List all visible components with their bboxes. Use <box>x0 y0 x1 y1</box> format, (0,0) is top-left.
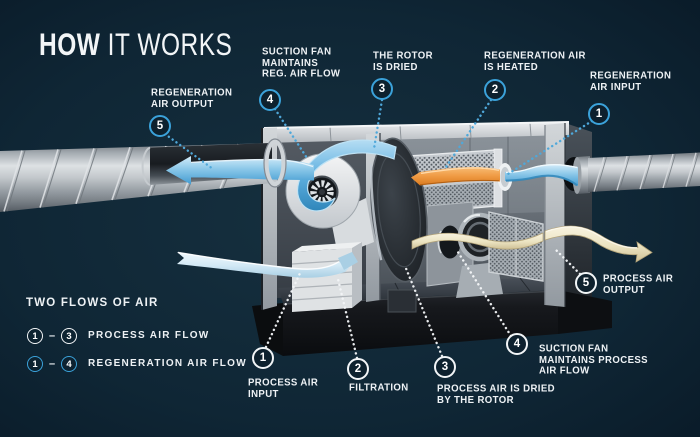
callout-process-4: 4 <box>506 333 528 355</box>
callout-number: 4 <box>513 338 521 350</box>
label-line: AIR OUTPUT <box>151 98 214 110</box>
callout-regen-4: 4 <box>259 89 281 111</box>
callout-number: 5 <box>582 277 590 289</box>
callout-number: 2 <box>491 84 499 96</box>
label-regen-5: REGENERATION AIR OUTPUT <box>151 86 233 110</box>
dried-air-ribbon-inside <box>411 232 544 250</box>
left-spiral-duct <box>0 138 314 212</box>
regen-air-swoosh <box>297 139 397 212</box>
label-line: PROCESS AIR <box>248 376 319 389</box>
callout-number: 4 <box>266 94 274 106</box>
page-title: HOW IT WORKS <box>39 28 232 64</box>
callout-regen-3: 3 <box>371 78 393 100</box>
callout-number: 3 <box>378 83 386 95</box>
label-line: REGENERATION <box>151 86 233 99</box>
title-light: IT WORKS <box>100 28 233 63</box>
leader-lines-process <box>264 247 582 360</box>
label-line: AIR FLOW <box>539 365 590 377</box>
label-line: BY THE ROTOR <box>437 394 514 406</box>
label-regen-2: REGENERATION AIR IS HEATED <box>484 49 586 73</box>
process-air-input-arrow <box>177 251 358 278</box>
legend-heading: TWO FLOWS OF AIR <box>26 297 159 309</box>
legend-label-process: PROCESS AIR FLOW <box>88 330 210 341</box>
label-process-1: PROCESS AIR INPUT <box>248 376 319 400</box>
label-line: REGENERATION <box>590 69 672 82</box>
regen-air-output-arrow <box>166 156 314 185</box>
label-line: PROCESS AIR <box>603 272 674 285</box>
callout-process-1: 1 <box>252 347 274 369</box>
label-line: FILTRATION <box>349 381 409 394</box>
label-process-2: FILTRATION <box>349 381 409 394</box>
legend-circle-regen-from: 1 <box>27 356 43 372</box>
label-line: INPUT <box>248 388 279 400</box>
label-line: REG. AIR FLOW <box>262 68 341 80</box>
cabinet-top <box>263 121 570 143</box>
heated-air-arrow <box>411 167 500 186</box>
callout-process-5: 5 <box>575 272 597 294</box>
process-air-output-arrow <box>544 225 653 263</box>
callout-regen-2: 2 <box>484 79 506 101</box>
rotor-motor <box>387 289 417 313</box>
label-line: REGENERATION AIR <box>484 49 586 62</box>
cabinet-right-cut-frame <box>544 123 566 307</box>
callout-process-2: 2 <box>347 358 369 380</box>
label-line: MAINTAINS PROCESS <box>539 354 648 366</box>
label-line: MAINTAINS <box>262 57 319 69</box>
label-process-4: SUCTION FAN MAINTAINS PROCESS AIR FLOW <box>539 342 648 377</box>
label-line: IS DRIED <box>373 61 418 73</box>
label-process-3: PROCESS AIR IS DRIED BY THE ROTOR <box>437 382 555 406</box>
title-bold: HOW <box>39 28 101 63</box>
callout-number: 1 <box>595 108 603 120</box>
callout-number: 2 <box>354 363 362 375</box>
label-process-5: PROCESS AIR OUTPUT <box>603 272 674 296</box>
legend-dash: – <box>48 330 56 342</box>
label-line: AIR INPUT <box>590 81 642 93</box>
label-line: SUCTION FAN <box>539 342 609 355</box>
label-regen-3: THE ROTOR IS DRIED <box>373 49 433 73</box>
legend-dash: – <box>48 358 56 370</box>
label-line: IS HEATED <box>484 61 539 73</box>
label-line: THE ROTOR <box>373 49 433 62</box>
duct-flange <box>264 139 286 187</box>
label-regen-1: REGENERATION AIR INPUT <box>590 69 672 93</box>
label-regen-4: SUCTION FAN MAINTAINS REG. AIR FLOW <box>262 45 341 80</box>
callout-number: 5 <box>156 120 164 132</box>
callout-number: 3 <box>441 361 449 373</box>
callout-number: 1 <box>259 352 267 364</box>
legend-circle-process-to: 3 <box>61 328 77 344</box>
callout-regen-5: 5 <box>149 115 171 137</box>
callout-regen-1: 1 <box>588 103 610 125</box>
callout-process-3: 3 <box>434 356 456 378</box>
legend-circle-process-from: 1 <box>27 328 43 344</box>
legend-circle-regen-to: 4 <box>61 356 77 372</box>
label-line: SUCTION FAN <box>262 45 332 58</box>
leader-lines-regeneration <box>163 98 594 176</box>
legend-label-regeneration: REGENERATION AIR FLOW <box>88 358 247 369</box>
label-line: OUTPUT <box>603 284 645 296</box>
label-line: PROCESS AIR IS DRIED <box>437 382 555 395</box>
